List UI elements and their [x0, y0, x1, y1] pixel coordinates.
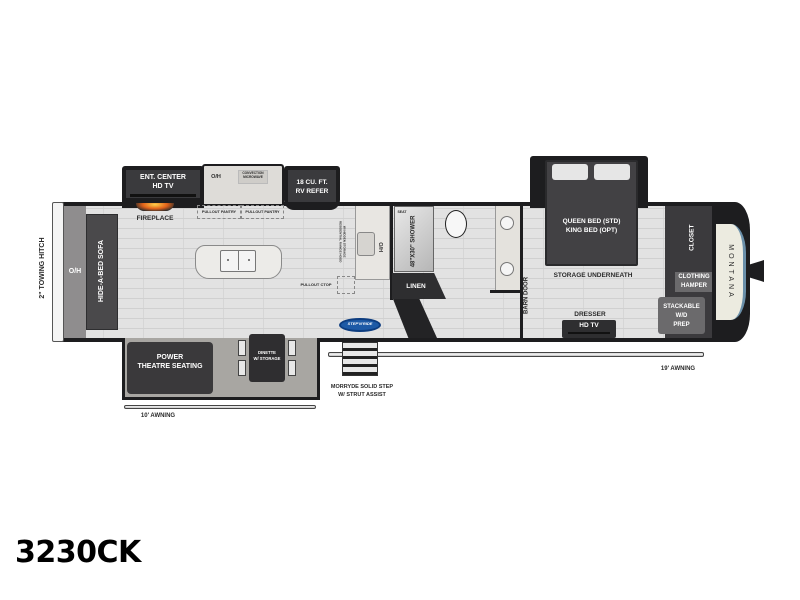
kitchen-overhead-label: O/H	[211, 174, 221, 180]
bed-label-2: KING BED (OPT)	[565, 227, 618, 234]
bedroom-tv-label: HD TV	[579, 322, 599, 329]
montana-brand-text: MONTANA	[727, 244, 735, 300]
barn-door-label: BARN DOOR	[523, 276, 530, 314]
sofa-label: HIDE-A-BED SOFA	[97, 239, 105, 303]
front-cap-panel	[716, 224, 746, 320]
dinette-chair-3	[288, 340, 296, 356]
pullout-pantry-1-label: PULLOUT PANTRY	[201, 210, 237, 214]
rear-overhead-cabinet	[64, 206, 86, 338]
bath-wall-bottom	[490, 290, 520, 293]
refer-label-1: 18 CU. FT.	[296, 179, 328, 186]
awning-front	[328, 352, 704, 357]
bath-wall-left	[390, 206, 393, 300]
theatre-seating-label-2: THEATRE SEATING	[137, 363, 203, 370]
ent-center-panel	[126, 170, 200, 198]
pullout-pantry-2[interactable]	[241, 205, 284, 219]
dinette-label-2: W/ STORAGE	[253, 356, 281, 361]
pillow-left	[552, 164, 588, 180]
towing-hitch-label: 2" TOWING HITCH	[38, 237, 46, 299]
shower-seat-label: SEAT	[397, 210, 407, 214]
step-n-ride-logo-text: STEP'N'RIDE	[347, 321, 373, 326]
kitchen-sink	[220, 250, 256, 272]
bed-label-1: QUEEN BED (STD)	[562, 218, 621, 225]
ent-center-label-2: HD TV	[152, 183, 174, 190]
awning-rear	[124, 405, 316, 409]
stove-icon	[357, 232, 375, 256]
dinette-chair-1	[238, 340, 246, 356]
pullout-pantry-2-label: PULLOUT PANTRY	[245, 210, 280, 214]
hamper-label-2: HAMPER	[680, 283, 707, 289]
awning-rear-label: 10' AWNING	[140, 413, 176, 419]
microwave-label-2: MICROWAVE	[243, 175, 263, 179]
front-kingpin	[750, 260, 764, 282]
dinette-chair-2	[238, 360, 246, 376]
fireplace-icon	[136, 203, 174, 211]
fireplace-label: FIREPLACE	[136, 215, 174, 222]
hide-a-bed-sofa[interactable]	[86, 214, 118, 330]
stackable-wd-prep	[658, 297, 705, 334]
bath-wall-right	[520, 206, 523, 338]
range-hood-label-2: W/ HIDDEN STORAGE	[342, 225, 347, 258]
refer-label-2: RV REFER	[295, 188, 329, 195]
ent-center-label-1: ENT. CENTER	[140, 174, 186, 181]
pullout-countertop[interactable]	[337, 276, 355, 294]
storage-underneath-label: STORAGE UNDERNEATH	[553, 272, 633, 279]
hamper-label-1: CLOTHING	[678, 274, 710, 280]
microwave	[238, 170, 268, 184]
range-overhead-label: O/H	[377, 242, 384, 253]
clothing-hamper	[675, 272, 713, 292]
linen-label: LINEN	[406, 283, 426, 290]
toilet	[445, 210, 467, 238]
bath-sink-1	[500, 216, 514, 230]
wd-label-3: PREP	[673, 322, 690, 328]
bath-sink-2	[500, 262, 514, 276]
shower	[394, 206, 434, 272]
wd-label-2: W/D	[675, 313, 688, 319]
pullout-ctop-label: PULLOUT CTOP	[300, 282, 332, 287]
range-hood-label-1: RESIDENTIAL RANGE HOOD	[338, 220, 343, 263]
pullout-pantry-1[interactable]	[197, 205, 241, 219]
closet-label: CLOSET	[688, 224, 696, 251]
step-n-ride-logo	[339, 318, 381, 332]
microwave-label-1: CONVECTION	[242, 171, 264, 175]
tv-icon	[130, 194, 196, 197]
rear-overhead-label: O/H	[68, 268, 82, 275]
wd-label-1: STACKABLE	[663, 304, 700, 310]
dinette-table[interactable]	[249, 334, 285, 382]
model-name: 3230CK	[15, 535, 141, 570]
power-theatre-seating[interactable]	[127, 342, 213, 394]
theatre-seating-label-1: POWER	[156, 354, 184, 361]
shower-label: 48"X30" SHOWER	[410, 215, 417, 268]
step-label-1: MORRYDE SOLID STEP	[330, 384, 394, 390]
dinette-chair-4	[288, 360, 296, 376]
pillow-right	[594, 164, 630, 180]
entry-step	[342, 342, 378, 376]
dresser-label: DRESSER	[574, 311, 606, 318]
step-label-2: W/ STRUT ASSIST	[338, 392, 386, 398]
rear-cap	[52, 202, 64, 342]
dinette-label-1: DINETTE	[258, 350, 276, 355]
rv-refrigerator-panel	[288, 170, 336, 202]
awning-front-label: 19' AWNING	[660, 366, 696, 372]
bedroom-tv-icon	[568, 332, 610, 334]
